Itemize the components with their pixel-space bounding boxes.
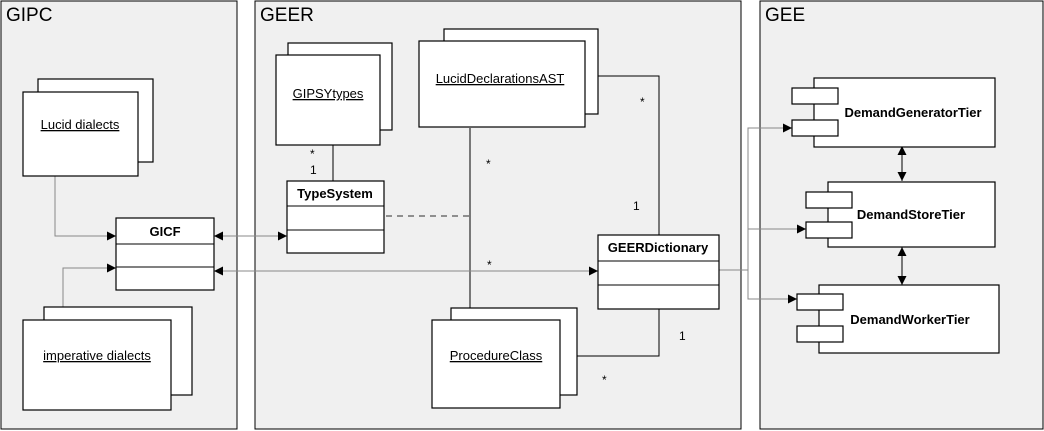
- imperative-dialects-node: imperative dialects: [22, 306, 193, 411]
- demand-worker-tier-component: DemandWorkerTier: [796, 284, 1000, 354]
- imperative-dialects-label: imperative dialects: [43, 348, 151, 363]
- multiplicity-dictionary-bottom: 1: [679, 329, 686, 343]
- multiplicity-gipsytypes: *: [310, 147, 315, 161]
- connectors: [54, 75, 907, 357]
- typesystem-label: TypeSystem: [297, 186, 373, 201]
- dictionary-to-generator-connector: [719, 123, 792, 271]
- component-port-icon: [796, 325, 844, 343]
- geer-dictionary-class: GEERDictionary: [597, 234, 720, 310]
- package-gipc-title: GIPC: [6, 5, 52, 26]
- procedure-class-label: ProcedureClass: [450, 348, 543, 363]
- multiplicity-gicf-dictionary: *: [487, 258, 492, 272]
- typesystem-class: TypeSystem: [286, 180, 385, 254]
- component-port-icon: [796, 293, 844, 311]
- demand-generator-tier-label: DemandGeneratorTier: [844, 105, 981, 120]
- component-port-icon: [791, 119, 839, 137]
- multiplicity-labels: * 1 * * 1 * 1 *: [310, 95, 686, 387]
- gicf-label: GICF: [149, 224, 180, 239]
- demand-generator-tier-component: DemandGeneratorTier: [791, 77, 996, 148]
- lucid-dialects-node: Lucid dialects: [22, 78, 154, 177]
- multiplicity-dictionary-top: 1: [633, 199, 640, 213]
- ast-dictionary-connector: [598, 75, 660, 235]
- package-geer-title: GEER: [260, 5, 314, 26]
- gipsytypes-node: GIPSYtypes: [275, 42, 393, 146]
- imperative-to-gicf-connector: [62, 263, 116, 307]
- multiplicity-procedure: *: [602, 373, 607, 387]
- demand-store-tier-component: DemandStoreTier: [805, 181, 996, 248]
- lucid-declarations-ast-node: LucidDeclarationsAST: [418, 28, 599, 128]
- dictionary-procedure-connector: [577, 309, 660, 357]
- component-port-icon: [791, 87, 839, 105]
- multiplicity-ast-down: *: [486, 157, 491, 171]
- gipsytypes-label: GIPSYtypes: [293, 86, 364, 101]
- lucid-declarations-ast-label: LucidDeclarationsAST: [436, 71, 565, 86]
- demand-worker-tier-label: DemandWorkerTier: [850, 312, 969, 327]
- package-gee-title: GEE: [765, 5, 805, 26]
- geer-dictionary-label: GEERDictionary: [608, 240, 709, 255]
- gicf-class: GICF: [115, 217, 215, 291]
- lucid-dialects-label: Lucid dialects: [41, 117, 120, 132]
- demand-store-tier-label: DemandStoreTier: [857, 207, 965, 222]
- component-port-icon: [805, 191, 853, 209]
- dictionary-to-worker-connector: [747, 270, 797, 304]
- multiplicity-typesystem: 1: [310, 163, 317, 177]
- lucid-to-gicf-connector: [54, 176, 116, 241]
- component-port-icon: [805, 221, 853, 239]
- procedure-class-node: ProcedureClass: [431, 307, 578, 409]
- multiplicity-ast-right: *: [640, 95, 645, 109]
